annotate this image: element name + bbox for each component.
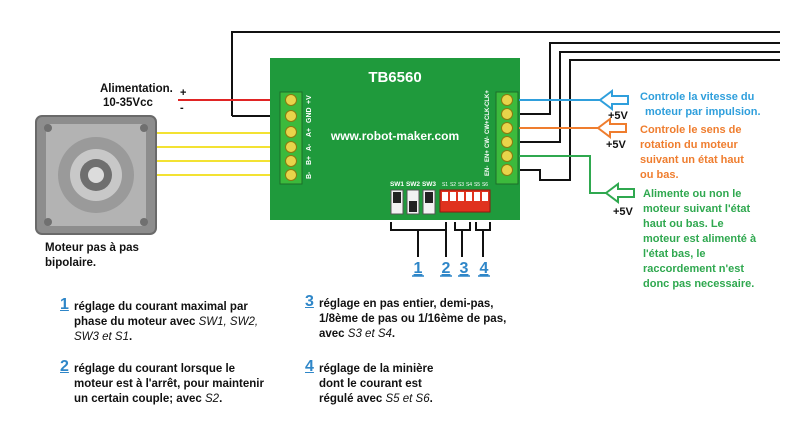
bracket-number-1: 1 (414, 260, 423, 277)
terminal-label-a-minus: A- (306, 143, 313, 151)
legend-text-italic: S2 (205, 393, 220, 405)
legend-number: 2 (60, 358, 69, 375)
legend-text: réglage en pas entier, demi-pas, 1/8ème … (319, 297, 520, 342)
dip-label-s1: S1 (442, 182, 448, 188)
direction-arrow-icon (596, 117, 627, 139)
legend-text: réglage du courant maximal par phase du … (74, 300, 265, 345)
legend-text-italic: S3 et S4 (347, 328, 392, 340)
signal-enable-line: moteur est alimenté à (643, 233, 757, 245)
power-label-line1: Alimentation. (100, 83, 173, 95)
dip-labels: S1 S2 S3 S4 S5 S6 (442, 182, 488, 188)
legend-text-tail: . (391, 328, 396, 340)
motor-label-line1: Moteur pas à pas (45, 242, 139, 254)
legend-text-tail: . (219, 393, 223, 405)
signal-enable-line: donc pas necessaire. (643, 278, 754, 290)
legend-text-tail: . (429, 393, 433, 405)
setting-brackets (390, 222, 491, 257)
black-wires (231, 31, 780, 181)
terminal-label-clk-plus: CLK+ (485, 90, 491, 106)
bracket-numbers: 1 2 3 4 (414, 260, 489, 277)
legend-number: 3 (305, 293, 314, 310)
power-plus-sign: + (180, 87, 186, 99)
power-minus-sign: - (180, 102, 184, 114)
legend-text-main: réglage du courant maximal par phase du … (74, 301, 248, 328)
right-terminal-labels: CLK+ CLK- CW+ CW- EN+ EN- (485, 90, 491, 176)
legend-text: réglage de la minière dont le courant es… (319, 362, 450, 407)
signal-arrows (596, 89, 635, 204)
signal-direction-line: Controle le sens de (640, 124, 741, 136)
signal-enable-line: Alimente ou non le (643, 188, 741, 200)
legend-text: réglage du courant lorsque le moteur est… (74, 362, 265, 407)
signal-enable-line: raccordement n'est (643, 263, 744, 275)
legend-number: 1 (60, 296, 69, 313)
signal-direction-desc: Controle le sens de rotation du moteur s… (640, 124, 747, 181)
legend-item-4: 4 réglage de la minière dont le courant … (305, 358, 450, 407)
terminal-label-gnd: GND (306, 107, 313, 123)
sw2-label: SW2 (406, 181, 420, 188)
signal-speed-desc: Controle la vitesse du moteur par impuls… (640, 91, 761, 118)
terminal-label-a-plus: A+ (306, 128, 313, 137)
dip-switch (439, 189, 491, 213)
legend-text-italic: SW1, SW2, SW3 et S1 (74, 316, 259, 343)
signal-speed-line: Controle la vitesse du (640, 91, 754, 103)
dip-label-s6: S6 (482, 182, 488, 188)
left-terminal-screws (285, 94, 297, 181)
signal-enable-line: moteur suivant l'état (643, 203, 750, 215)
bracket-number-3: 3 (460, 260, 469, 277)
bracket-number-4: 4 (480, 260, 489, 277)
legend-item-2: 2 réglage du courant lorsque le moteur e… (60, 358, 265, 407)
voltage-label-speed: +5V (608, 110, 629, 122)
legend-text-italic: S5 et S6 (385, 393, 430, 405)
dip-label-s4: S4 (466, 182, 472, 188)
driver-board: TB6560 www.robot-maker.com +V GND A+ A- … (270, 58, 520, 220)
right-terminal-screws (501, 94, 513, 176)
stepper-motor (35, 115, 157, 235)
terminal-label-cw-plus: CW+ (485, 120, 491, 134)
legend-text-main: réglage de la minière dont le courant es… (319, 363, 434, 405)
legend-text-main: réglage en pas entier, demi-pas, 1/8ème … (319, 298, 507, 340)
voltage-label-enable: +5V (613, 206, 634, 218)
power-label-line2: 10-35Vcc (103, 97, 153, 109)
motor-label-line2: bipolaire. (45, 257, 96, 269)
terminal-label-cw-minus: CW- (485, 136, 491, 148)
board-website: www.robot-maker.com (330, 129, 459, 143)
voltage-label-direction: +5V (606, 139, 627, 151)
bracket-number-2: 2 (442, 260, 451, 277)
signal-speed-line: moteur par impulsion. (645, 106, 761, 118)
terminal-label-en-minus: EN- (485, 166, 491, 176)
legend-item-1: 1 réglage du courant maximal par phase d… (60, 296, 265, 345)
switches (390, 189, 436, 215)
signal-enable-desc: Alimente ou non le moteur suivant l'état… (643, 188, 759, 290)
legend-number: 4 (305, 358, 314, 375)
voltage-labels: +5V +5V +5V (606, 110, 634, 218)
signal-enable-line: haut ou bas. Le (643, 218, 724, 230)
legend-text-tail: . (128, 331, 133, 343)
dip-label-s3: S3 (458, 182, 464, 188)
signal-direction-line: rotation du moteur (640, 139, 738, 151)
terminal-label-b-plus: B+ (306, 156, 313, 165)
terminal-label-v-plus: +V (306, 95, 313, 104)
sw3-label: SW3 (422, 181, 436, 188)
dip-label-s5: S5 (474, 182, 480, 188)
speed-arrow-icon (598, 89, 629, 111)
terminal-label-en-plus: EN+ (485, 150, 491, 162)
switch-labels: SW1 SW2 SW3 (390, 181, 436, 188)
board-title: TB6560 (368, 69, 421, 86)
enable-arrow-icon (604, 182, 635, 204)
left-terminal-labels: +V GND A+ A- B+ B- (306, 95, 313, 179)
signal-enable-line: l'état bas, le (643, 248, 706, 260)
signal-direction-line: ou bas. (640, 169, 679, 181)
motor-wires (150, 132, 285, 176)
terminal-label-b-minus: B- (306, 171, 313, 179)
legend-item-3: 3 réglage en pas entier, demi-pas, 1/8èm… (305, 293, 520, 342)
signal-direction-line: suivant un état haut (640, 154, 744, 166)
sw1-label: SW1 (390, 181, 404, 188)
dip-label-s2: S2 (450, 182, 456, 188)
signal-descriptions: Controle la vitesse du moteur par impuls… (640, 91, 761, 290)
legend-text-main: réglage du courant lorsque le moteur est… (74, 363, 264, 405)
terminal-label-clk-minus: CLK- (485, 106, 491, 120)
signal-wires (519, 99, 606, 194)
